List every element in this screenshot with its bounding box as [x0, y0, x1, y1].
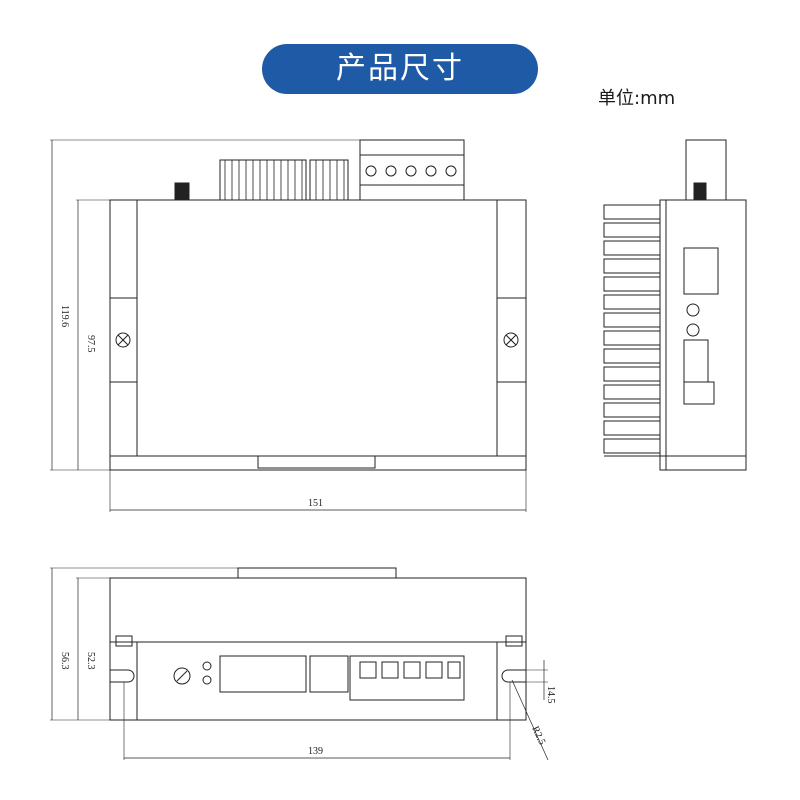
front-panel — [136, 199, 498, 457]
bottom-height-body-label: 52.3 — [85, 652, 96, 670]
side-housing — [665, 199, 747, 471]
page-title: 产品尺寸 — [262, 44, 538, 94]
bottom-housing-top — [109, 577, 527, 643]
front-height-total-label: 119.6 — [59, 305, 70, 327]
side-view — [603, 139, 747, 471]
bottom-height-total-label: 56.3 — [59, 652, 70, 670]
slot-radius-label: R2.5 — [529, 725, 547, 747]
mount-tab-left — [109, 297, 138, 383]
heatsink-fins — [603, 204, 661, 454]
front-height-body-label: 97.5 — [85, 335, 96, 353]
front-housing — [109, 199, 527, 471]
slot-width-label: 14.5 — [545, 686, 556, 704]
pot-knob — [173, 667, 191, 685]
mount-tab-right — [496, 297, 527, 383]
front-view — [50, 139, 527, 512]
signal-connector-left — [219, 159, 307, 201]
screw-right — [503, 332, 519, 348]
front-width-label: 151 — [308, 498, 323, 509]
screw-left — [115, 332, 131, 348]
unit-label: 单位:mm — [598, 88, 676, 109]
bottom-view — [50, 567, 549, 761]
bottom-power-terminal — [349, 655, 465, 701]
bottom-width-label: 139 — [308, 746, 323, 757]
dip-switch — [174, 182, 190, 201]
